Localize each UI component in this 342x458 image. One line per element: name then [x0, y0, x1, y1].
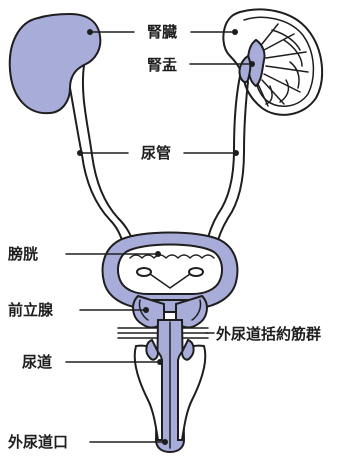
bladder [103, 233, 238, 313]
right-kidney [223, 9, 322, 114]
urethra [135, 320, 206, 452]
label-bladder: 膀胱 [8, 245, 38, 263]
right-ureter [206, 76, 248, 248]
label-sphincter: 外尿道括約筋群 [215, 325, 321, 343]
label-ureter: 尿管 [141, 144, 171, 162]
label-external-urethral-orifice: 外尿道口 [7, 433, 68, 451]
label-urethra: 尿道 [22, 353, 52, 371]
label-prostate: 前立腺 [8, 301, 54, 319]
left-ureter [70, 65, 134, 248]
label-renal-pelvis: 腎盂 [147, 56, 177, 74]
left-kidney [10, 14, 101, 113]
label-kidney: 腎臓 [147, 23, 177, 41]
